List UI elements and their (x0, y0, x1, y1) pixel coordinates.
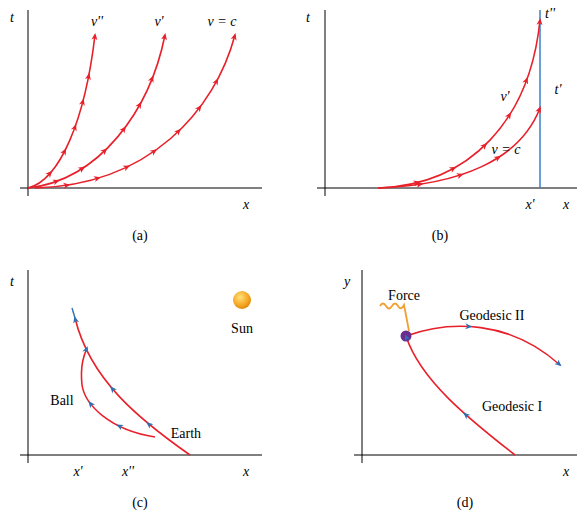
arrow-head (122, 163, 131, 171)
arrow-head (78, 164, 87, 173)
arrow-head (505, 111, 514, 120)
axis-label: t' (554, 82, 563, 98)
axis-label: (c) (131, 495, 149, 511)
axis-label: (b) (431, 228, 449, 244)
axis-label: t (9, 274, 15, 290)
axis-label: x (242, 464, 250, 480)
axis-label: Sun (230, 321, 254, 337)
axis-label: v' (153, 14, 164, 30)
arrow-head (63, 182, 71, 189)
axis-label: t (9, 10, 15, 26)
arrow-head (108, 384, 117, 393)
axis-label: x' (72, 464, 83, 480)
arrow-head (402, 333, 410, 342)
axis-label: (a) (131, 228, 149, 244)
arrow-head (554, 359, 563, 368)
force-wave (380, 304, 409, 332)
arrow-head (52, 177, 61, 185)
arrow-head (148, 74, 156, 83)
axis-label: v' (499, 89, 510, 105)
axis-label: v = c (207, 14, 238, 30)
arrow-head (231, 32, 239, 40)
axis-label: x (562, 197, 570, 213)
arrow-head (456, 171, 464, 179)
arrow-head (79, 98, 87, 106)
arrow-head (72, 315, 80, 323)
arrow-head (119, 124, 128, 133)
arrow-head (86, 399, 95, 408)
arrow-head (93, 174, 101, 182)
axis-label: t'' (544, 6, 556, 22)
axis-label: x' (524, 197, 535, 213)
arrow-head (82, 345, 90, 354)
axes (20, 10, 577, 463)
arrow-head (195, 103, 204, 112)
arrow-head (465, 323, 472, 329)
arrow-head (174, 127, 183, 136)
arrow-head (85, 72, 92, 80)
arrow-head (144, 420, 153, 429)
axis-label: v'' (90, 14, 104, 30)
arrow-head (45, 169, 54, 178)
arrow-head (522, 76, 530, 85)
arrow-head (536, 18, 543, 26)
world-line (539, 10, 541, 188)
event-dot (401, 331, 412, 342)
arrow-head (535, 105, 543, 114)
arrow-head (135, 100, 144, 109)
sun-symbol (233, 291, 251, 309)
axis-label: Earth (170, 426, 202, 442)
axis-label: x (242, 197, 250, 213)
arrow-head (91, 33, 98, 41)
axis-label: y (343, 274, 351, 290)
axis-label: Ball (49, 393, 74, 409)
arrow-head (480, 141, 489, 150)
arrow-head (60, 147, 69, 156)
arrow-head (161, 32, 168, 40)
arrow-head (212, 77, 221, 86)
axis-label: (d) (456, 495, 474, 511)
axis-label: x'' (121, 464, 135, 480)
axis-label: x (562, 464, 570, 480)
axis-label: Force (387, 288, 421, 304)
arrow-head (413, 179, 421, 187)
arrow-head (71, 123, 79, 132)
axis-label: t (305, 10, 311, 26)
axis-label: Geodesic I (481, 399, 543, 415)
arrow-head (100, 146, 109, 155)
axis-label: Geodesic II (459, 308, 526, 324)
arrow-head (115, 422, 124, 430)
arrow-head (150, 147, 159, 156)
axis-label: v = c (491, 142, 522, 158)
arrow-head (461, 410, 470, 419)
curves (28, 20, 560, 455)
arrow-head (449, 164, 458, 173)
